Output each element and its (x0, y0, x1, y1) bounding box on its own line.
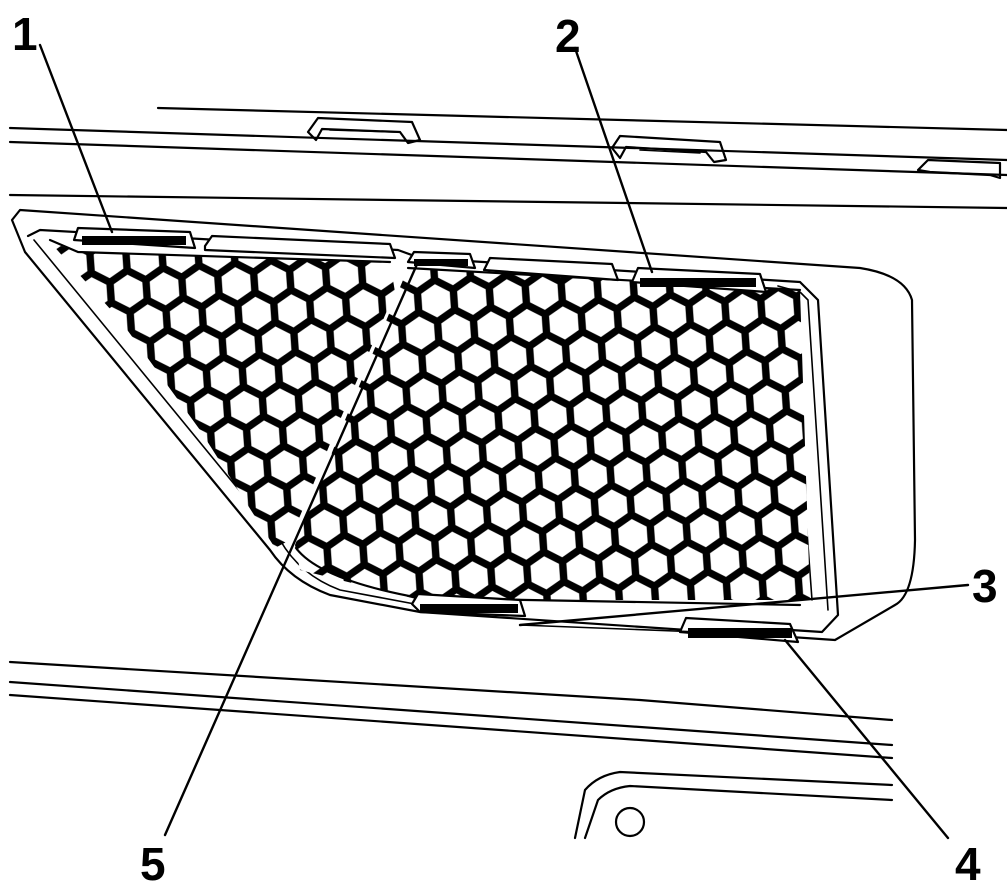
leader-line-2 (573, 46, 654, 274)
retaining-tab-5 (406, 250, 477, 270)
leader-line-3 (518, 583, 970, 627)
callout-3: 3 (972, 560, 998, 612)
leader-line-4 (783, 638, 950, 840)
retaining-tab-upper-middle (203, 234, 397, 260)
callout-2: 2 (555, 10, 581, 62)
leader-line-1 (38, 43, 114, 234)
retaining-tab-4 (678, 616, 800, 644)
callout-4: 4 (955, 838, 981, 890)
callout-5: 5 (140, 838, 166, 890)
retaining-tab-upper-right-middle (482, 256, 620, 282)
callout-1: 1 (12, 8, 38, 60)
retaining-tab-2 (630, 266, 768, 294)
upper-fascia-lines (8, 106, 1007, 210)
leader-line-5 (163, 260, 420, 837)
retaining-tab-1 (72, 226, 197, 250)
retaining-tab-3 (410, 592, 527, 618)
lower-fascia-lines (8, 624, 894, 840)
leader-lines (38, 43, 970, 840)
